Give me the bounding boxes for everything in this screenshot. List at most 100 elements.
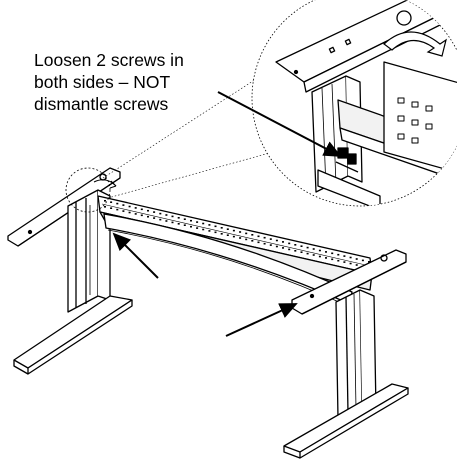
perforation-hole [282, 241, 284, 243]
perforation-hole [251, 234, 254, 236]
arrow-to-left-joint [112, 232, 159, 279]
left-leg [67, 189, 111, 313]
perforation-hole [337, 253, 340, 256]
perforation-hole [245, 232, 248, 235]
perforation-hole [312, 254, 315, 256]
perforation-hole [331, 258, 334, 261]
arrow-to-zoom-screws [217, 91, 342, 157]
perforation-hole [110, 207, 113, 209]
crossbeam-perforations [104, 200, 370, 269]
perforation-hole [208, 224, 211, 226]
perforation-hole [134, 213, 137, 215]
perforation-hole [110, 201, 113, 203]
perforation-hole [226, 228, 229, 230]
perforation-hole [282, 247, 284, 249]
perforation-hole [331, 252, 334, 255]
perforation-hole [177, 223, 180, 225]
perforation-hole [122, 204, 125, 206]
perforation-hole [214, 231, 217, 234]
detail-indicator [65, 69, 281, 213]
perforation-hole [349, 262, 352, 265]
perforation-hole [325, 251, 327, 253]
perforation-hole [337, 259, 340, 262]
perforation-hole [104, 206, 106, 208]
perforation-hole [257, 241, 260, 244]
perforation-hole [257, 235, 260, 238]
perforation-hole [245, 238, 248, 241]
pointer-arrows [112, 91, 342, 337]
perforation-hole [349, 256, 352, 259]
left-top-arm [7, 167, 121, 247]
perforation-hole [208, 230, 211, 232]
perforation-hole [318, 255, 321, 258]
perforation-hole [116, 208, 119, 211]
crossbeam [97, 195, 373, 291]
perforation-hole [177, 217, 180, 219]
perforation-hole [116, 202, 119, 205]
perforation-hole [355, 258, 358, 260]
perforation-hole [202, 228, 205, 231]
instruction-line-1: Loosen 2 screws in [34, 50, 184, 70]
rotation-arrow [383, 31, 447, 57]
perforation-hole [128, 211, 131, 214]
perforation-hole [159, 218, 162, 221]
perforation-hole [171, 221, 174, 224]
perforation-hole [153, 217, 156, 219]
desk-frame [7, 167, 409, 459]
perforation-hole [239, 231, 242, 233]
perforation-hole [263, 242, 266, 245]
perforation-hole [294, 250, 297, 252]
perforation-hole [214, 225, 217, 228]
perforation-hole [312, 248, 315, 250]
perforation-hole [288, 248, 291, 251]
perforation-hole [300, 251, 303, 253]
perforation-hole [318, 249, 321, 252]
perforation-hole [104, 200, 106, 202]
perforation-hole [190, 225, 192, 228]
perforation-hole [220, 233, 223, 235]
zoom-detail [251, 0, 457, 207]
perforation-hole [361, 259, 364, 262]
perforation-hole [196, 221, 199, 223]
perforation-hole [171, 215, 174, 218]
perforation-hole [147, 209, 149, 212]
perforation-hole [134, 207, 137, 209]
perforation-hole [196, 227, 199, 229]
perforation-hole [159, 212, 162, 215]
perforation-hole [140, 214, 143, 217]
perforation-hole [140, 208, 143, 211]
perforation-hole [232, 229, 235, 232]
perforation-hole [343, 255, 346, 257]
instruction-line-2: both sides – NOT [34, 72, 171, 92]
perforation-hole [122, 210, 125, 212]
perforation-hole [226, 234, 229, 236]
perforation-hole [343, 261, 346, 263]
perforation-hole [263, 236, 266, 239]
perforation-hole [300, 245, 303, 247]
perforation-hole [183, 218, 186, 220]
perforation-hole [306, 252, 309, 255]
perforation-hole [220, 227, 223, 229]
perforation-hole [165, 214, 168, 216]
perforation-hole [239, 237, 242, 239]
perforation-hole [325, 257, 327, 259]
perforation-hole [269, 238, 272, 240]
perforation-hole [355, 264, 358, 266]
zoom-side-panel [383, 61, 457, 177]
perforation-hole [306, 246, 309, 249]
right-foot [283, 383, 409, 459]
perforation-hole [275, 245, 278, 248]
perforation-hole [202, 222, 205, 225]
perforation-hole [294, 244, 297, 246]
perforation-hole [153, 211, 156, 213]
perforation-hole [251, 240, 254, 242]
perforation-hole [183, 224, 186, 226]
perforation-hole [190, 219, 192, 222]
perforation-hole [368, 261, 370, 263]
perforation-hole [165, 220, 168, 222]
instruction-callout: Loosen 2 screws in both sides – NOT dism… [34, 49, 274, 115]
right-leg [335, 289, 377, 419]
instruction-line-3: dismantle screws [34, 94, 169, 114]
